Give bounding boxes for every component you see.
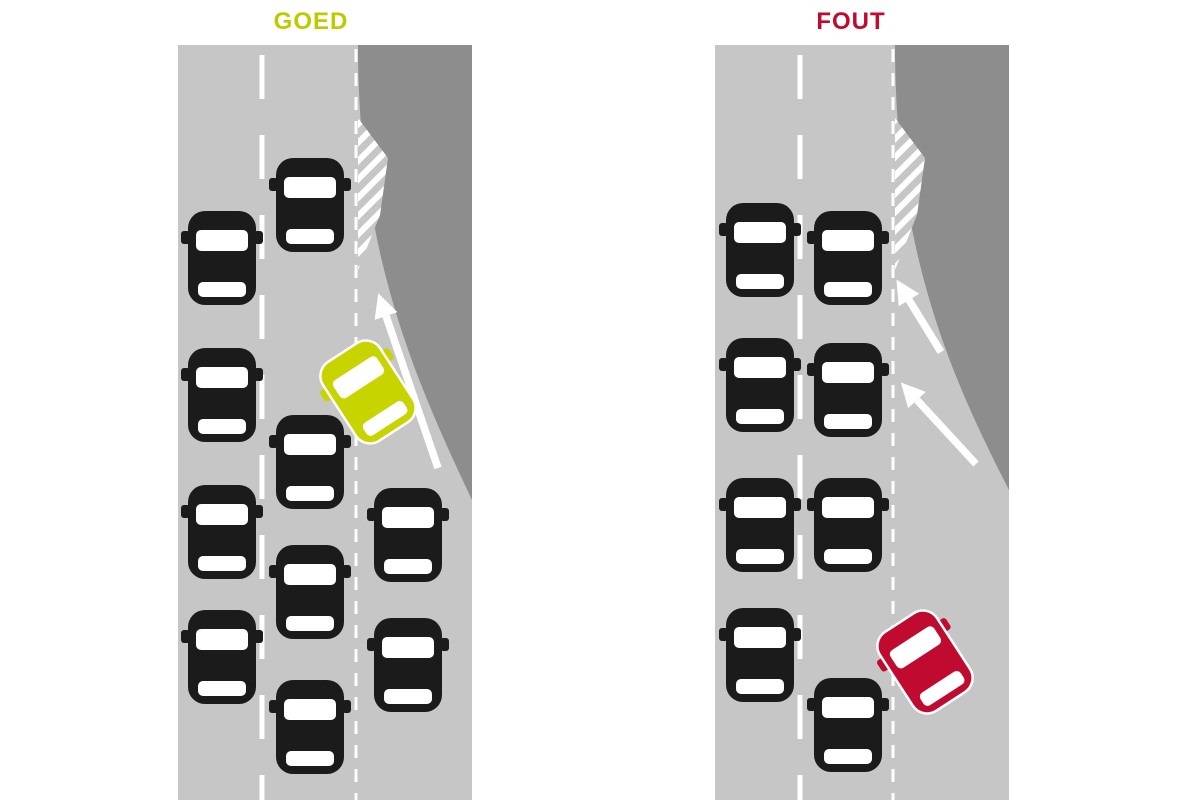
merging-car-good bbox=[319, 339, 417, 445]
hatch-zone bbox=[895, 118, 925, 270]
car bbox=[719, 478, 801, 572]
car bbox=[269, 545, 351, 639]
title-wrong: FOUT bbox=[816, 8, 886, 35]
car bbox=[269, 680, 351, 774]
car bbox=[719, 203, 801, 297]
merge-arrow bbox=[896, 279, 945, 354]
car bbox=[807, 478, 889, 572]
title-good: GOED bbox=[273, 8, 349, 35]
car bbox=[269, 158, 351, 252]
car bbox=[367, 618, 449, 712]
car bbox=[807, 343, 889, 437]
car bbox=[181, 211, 263, 305]
road-panel-wrong bbox=[715, 45, 1009, 800]
car bbox=[269, 415, 351, 509]
car bbox=[807, 678, 889, 772]
car bbox=[719, 608, 801, 702]
car bbox=[807, 211, 889, 305]
road-panel-good bbox=[178, 45, 472, 800]
merge-arrow bbox=[900, 382, 979, 467]
merge-arrow bbox=[374, 293, 442, 470]
car bbox=[181, 485, 263, 579]
car bbox=[181, 348, 263, 442]
car bbox=[719, 338, 801, 432]
car bbox=[181, 610, 263, 704]
car bbox=[367, 488, 449, 582]
merging-car-wrong bbox=[876, 609, 974, 715]
hatch-zone bbox=[358, 118, 388, 270]
